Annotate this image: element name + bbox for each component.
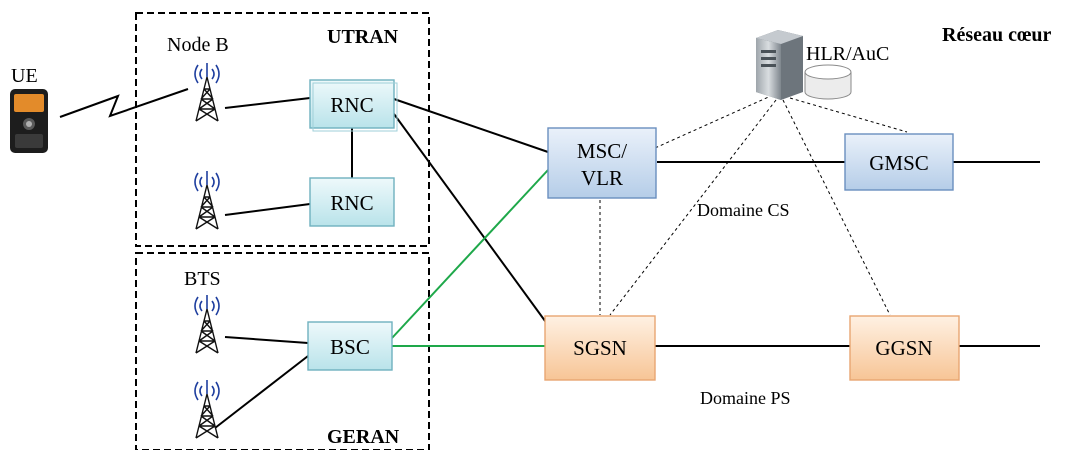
- ggsn-label: GGSN: [875, 336, 932, 360]
- gsm-links: [391, 169, 549, 347]
- geran-label: GERAN: [327, 426, 400, 448]
- ue-label: UE: [11, 65, 38, 87]
- domain-cs-label: Domaine CS: [697, 200, 790, 220]
- hlr-auc-label: HLR/AuC: [806, 43, 889, 65]
- bsc-node: BSC: [307, 321, 393, 371]
- msc-label-line2: VLR: [581, 166, 623, 190]
- transport-links: [59, 88, 1040, 429]
- bts-label: BTS: [184, 268, 221, 290]
- utran-label: UTRAN: [327, 26, 399, 48]
- bts-tower-icon-2: [194, 379, 220, 439]
- bsc-label: BSC: [330, 335, 370, 359]
- node-b-label: Node B: [167, 34, 229, 56]
- ggsn-node: GGSN: [849, 315, 960, 381]
- gmsc-node: GMSC: [844, 133, 954, 191]
- sgsn-node: SGSN: [544, 315, 656, 381]
- bts-tower-icon: [194, 294, 220, 354]
- rnc-node-1: RNC: [309, 79, 398, 132]
- node-b-tower-icon-2: [194, 170, 220, 230]
- rnc-node-2: RNC: [309, 177, 395, 227]
- sgsn-label: SGSN: [573, 336, 627, 360]
- msc-vlr-node: MSC/ VLR: [547, 127, 657, 199]
- msc-label-line1: MSC/: [577, 139, 627, 163]
- signalling-links: [599, 94, 908, 316]
- geran-region: [135, 252, 430, 450]
- domain-ps-label: Domaine PS: [700, 388, 791, 408]
- server-icon: [756, 30, 803, 100]
- database-icon: [804, 64, 852, 100]
- rnc-2-label: RNC: [330, 191, 373, 215]
- mobile-phone-icon: [10, 89, 48, 153]
- core-network-label: Réseau cœur: [942, 24, 1052, 46]
- utran-region: [135, 12, 430, 247]
- rnc-1-label: RNC: [330, 93, 373, 117]
- gmsc-label: GMSC: [869, 151, 929, 175]
- node-b-tower-icon: [194, 62, 220, 122]
